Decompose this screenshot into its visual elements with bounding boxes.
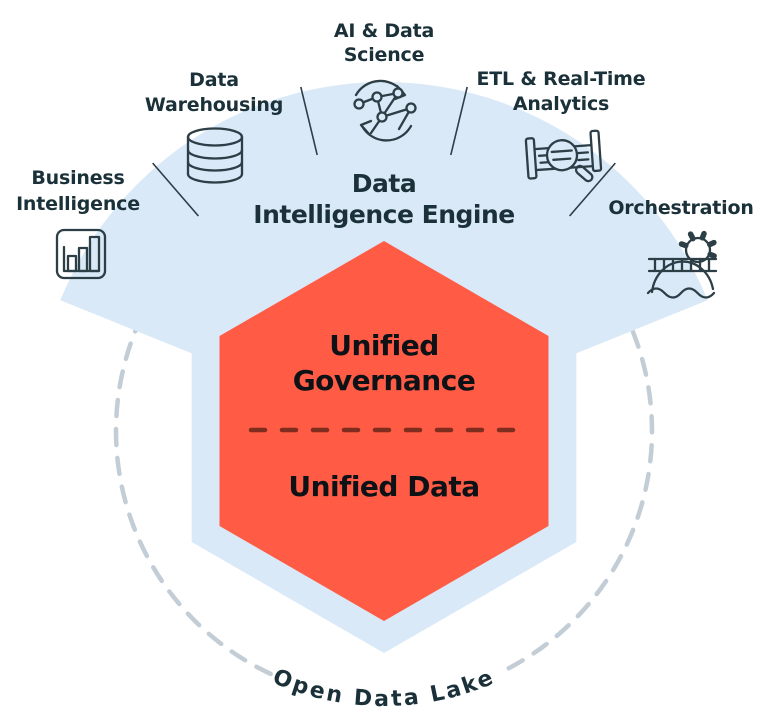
gear-body [684,236,712,264]
capability-labels: Business Intelligence Data Warehousing A… [16,20,754,219]
pipe-flow-dashes [537,151,590,164]
pipe-flange [524,137,538,180]
core-labels: Unified Governance Unified Data [288,329,480,503]
network-node [371,91,383,103]
label-line: Orchestration [608,197,753,219]
label-ai-data-science: AI & Data Science [334,20,434,66]
magnifier-lens [545,139,579,172]
bridge-gear-icon [646,230,718,299]
label-orchestration: Orchestration [608,197,754,219]
bar-chart-frame [55,228,107,280]
separator-line [152,162,200,217]
network-refresh-icon [353,79,417,142]
bar [66,254,78,273]
bridge-posts [653,257,711,273]
unified-governance-line2: Governance [293,364,476,397]
database-band [186,148,244,160]
segment-separators [152,86,616,217]
bar-chart-icon [55,228,107,280]
label-line: Business [31,167,124,189]
label-line: Warehousing [145,94,283,116]
gear-tooth [707,251,717,259]
label-etl-realtime-analytics: ETL & Real-Time Analytics [477,68,646,115]
gear-tooth [678,241,689,249]
database-band [186,160,244,172]
magnifier-handle [574,164,594,183]
engine-title-line2: Intelligence Engine [253,200,514,229]
water-wave [646,287,716,299]
label-line: Analytics [513,93,609,115]
separator-line [300,86,318,156]
bar [77,246,89,273]
database-band [186,172,244,184]
pipeline-magnifier-icon [524,129,603,183]
network-node [376,111,388,123]
gear-teeth [678,230,717,259]
gear-tooth [699,230,707,241]
label-line: Intelligence [16,193,140,215]
unified-governance-line1: Unified [329,329,439,362]
network-node [353,98,365,110]
label-data-warehousing: Data Warehousing [145,69,283,116]
bar [88,235,101,273]
lens-flow-dashes [550,149,573,161]
engine-title: Data Intelligence Engine [253,169,515,229]
arrowhead-icon [359,119,373,136]
database-icon [186,127,244,184]
gear-tooth [687,231,696,242]
gear-tooth [707,239,717,248]
foundation-label-text: Open Data Lake [269,664,496,712]
unified-data-label: Unified Data [288,470,479,503]
separator-line [568,162,616,217]
network-node [405,102,417,114]
foundation-label: Open Data Lake [269,664,499,712]
label-business-intelligence: Business Intelligence [16,167,140,215]
label-line: Science [344,44,425,66]
label-line: AI & Data [334,20,434,42]
engine-title-line1: Data [352,169,416,198]
separator-line [450,86,468,156]
pipe-flange [589,129,603,173]
network-node [392,87,404,99]
label-line: Data [189,69,239,91]
capability-icons [55,79,718,299]
label-line: ETL & Real-Time [477,68,646,90]
